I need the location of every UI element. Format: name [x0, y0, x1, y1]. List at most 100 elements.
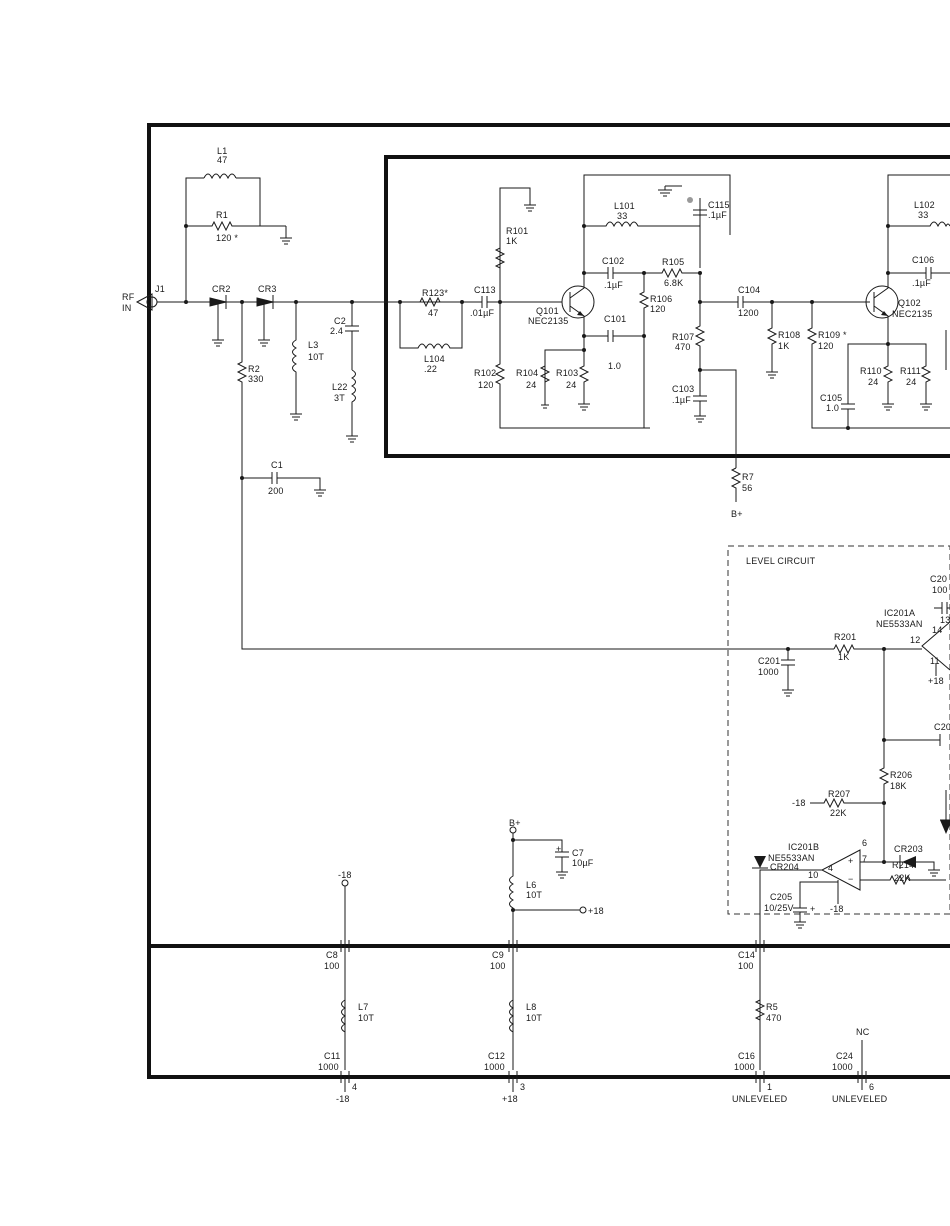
l1-inductor-icon	[203, 173, 237, 180]
label-r214-0: R214	[892, 860, 914, 870]
label-q101-0: Q101	[536, 306, 559, 316]
label-cr2: CR2	[212, 284, 231, 294]
r110-resistor-icon	[882, 344, 894, 411]
r201-resistor-icon	[833, 643, 922, 655]
c7-capacitor-icon	[512, 833, 569, 879]
level-circuit-box	[727, 545, 950, 915]
label-r104-1: 24	[526, 380, 536, 390]
c113-capacitor-icon	[478, 296, 562, 308]
r102-resistor-icon	[494, 302, 650, 429]
q101-transistor-icon	[561, 285, 595, 319]
l101-inductor-icon	[584, 221, 701, 268]
label-c104-1: 1200	[738, 308, 759, 318]
r5-resistor-icon	[754, 999, 766, 1021]
label-c103-0: C103	[672, 384, 694, 394]
r101-resistor-icon	[494, 187, 536, 302]
label-c106-0: C106	[912, 255, 934, 265]
label-c205-0: C205	[770, 892, 792, 902]
level-circuit: LEVEL CIRCUIT C20 100 IC201A NE5533AN 13…	[746, 556, 950, 1070]
l104-inductor-icon	[399, 302, 463, 350]
label-r111-0: R111	[900, 366, 921, 376]
rf-in-label: RF	[122, 292, 135, 302]
label-c20x-1: 100	[932, 585, 948, 595]
label-r123-0: R123*	[422, 288, 448, 298]
label-r110-1: 24	[868, 377, 878, 387]
label-c12-0: C12	[488, 1051, 505, 1061]
l7-inductor-icon	[341, 999, 347, 1033]
l22-inductor-icon	[346, 369, 358, 443]
label-c7-1: 10µF	[572, 858, 594, 868]
label-r101-0: R101	[506, 226, 528, 236]
label-cr3: CR3	[258, 284, 277, 294]
label-minus18: -18	[338, 870, 352, 880]
r111-resistor-icon	[888, 343, 932, 411]
label-r201-0: R201	[834, 632, 856, 642]
q102-transistor-icon	[865, 285, 899, 319]
c1-capacitor-icon	[242, 472, 326, 497]
label-ic201b-1: NE5533AN	[768, 853, 815, 863]
label-r107-1: 470	[675, 342, 691, 352]
svg-text:+: +	[556, 844, 561, 854]
label-l6-0: L6	[526, 880, 536, 890]
c103-capacitor-icon	[693, 370, 707, 423]
label-term_pins-2: 1	[767, 1082, 772, 1092]
label-c8-0: C8	[326, 950, 338, 960]
label-r105-0: R105	[662, 257, 684, 267]
cr204-diode-icon	[754, 856, 766, 868]
label-c7-0: C7	[572, 848, 584, 858]
label-c16-0: C16	[738, 1051, 755, 1061]
level-circuit-title: LEVEL CIRCUIT	[746, 556, 816, 566]
label-q102-1: NEC2135	[892, 309, 932, 319]
svg-text:+: +	[810, 904, 815, 914]
label-term_labels-1: +18	[502, 1094, 518, 1104]
r2-resistor-icon	[236, 302, 248, 478]
label-cr203: CR203	[894, 844, 923, 854]
label-r5-1: 470	[766, 1013, 782, 1023]
label-term_pins-0: 4	[352, 1082, 357, 1092]
label-r110-0: R110	[860, 366, 882, 376]
amplifier-stage-2: R108 1K R109 * 120 Q102 NEC2135 L102 33 …	[766, 174, 950, 430]
label-c14-1: 100	[738, 961, 754, 971]
label-r206-0: R206	[890, 770, 912, 780]
label-l7-0: L7	[358, 1002, 368, 1012]
l3-inductor-icon	[290, 302, 302, 421]
j1-label: J1	[155, 284, 165, 294]
label-pins_a-3: 11	[930, 656, 940, 666]
label-pins_a-0: 13	[940, 615, 950, 625]
label-r109-0: R109 *	[818, 330, 847, 340]
label-c201-0: C201	[758, 656, 780, 666]
r109-resistor-icon	[806, 302, 950, 429]
l102-inductor-icon	[888, 221, 950, 228]
r206-resistor-icon	[878, 740, 890, 862]
label-r214-1: 22K	[894, 873, 911, 883]
label-r102-0: R102	[474, 368, 496, 378]
amplifier-stage-1: R123* 47 L104 .22 C113 .01µF R101 1K R10…	[398, 174, 870, 519]
power-filter-section: B+ C7 10µF + L6 10T +18 -18 L7 10T L8 10…	[318, 818, 888, 1104]
label-c201-1: 1000	[758, 667, 779, 677]
c106-capacitor-icon	[888, 267, 950, 279]
c2-capacitor-icon	[345, 302, 359, 370]
label-r106-1: 120	[650, 304, 666, 314]
label-r111-1: 24	[906, 377, 916, 387]
label-l7-1: 10T	[358, 1013, 374, 1023]
ic201b-opamp-icon	[820, 849, 861, 891]
label-l8-0: L8	[526, 1002, 536, 1012]
label-c9-1: 100	[490, 961, 506, 971]
label-l6-1: 10T	[526, 890, 542, 900]
c115-capacitor-icon	[693, 198, 707, 226]
label-c205-1: 10/25V	[764, 903, 794, 913]
label-r7-1: 56	[742, 483, 752, 493]
c201-capacitor-icon	[781, 649, 795, 697]
label-term_labels-3: UNLEVELED	[832, 1094, 888, 1104]
label-r106-0: R106	[650, 294, 672, 304]
label-c24-1: 1000	[832, 1062, 853, 1072]
label-l102-0: L102	[914, 200, 935, 210]
label-r201-1: 1K	[838, 652, 849, 662]
label-c2-1: 2.4	[330, 326, 343, 336]
bplus-label: B+	[731, 509, 743, 519]
label-l3-1: 10T	[308, 352, 324, 362]
r107-resistor-icon	[694, 273, 737, 468]
label-nc: NC	[856, 1027, 870, 1037]
label-r2-1: 330	[248, 374, 264, 384]
label-c113-0: C113	[474, 285, 496, 295]
